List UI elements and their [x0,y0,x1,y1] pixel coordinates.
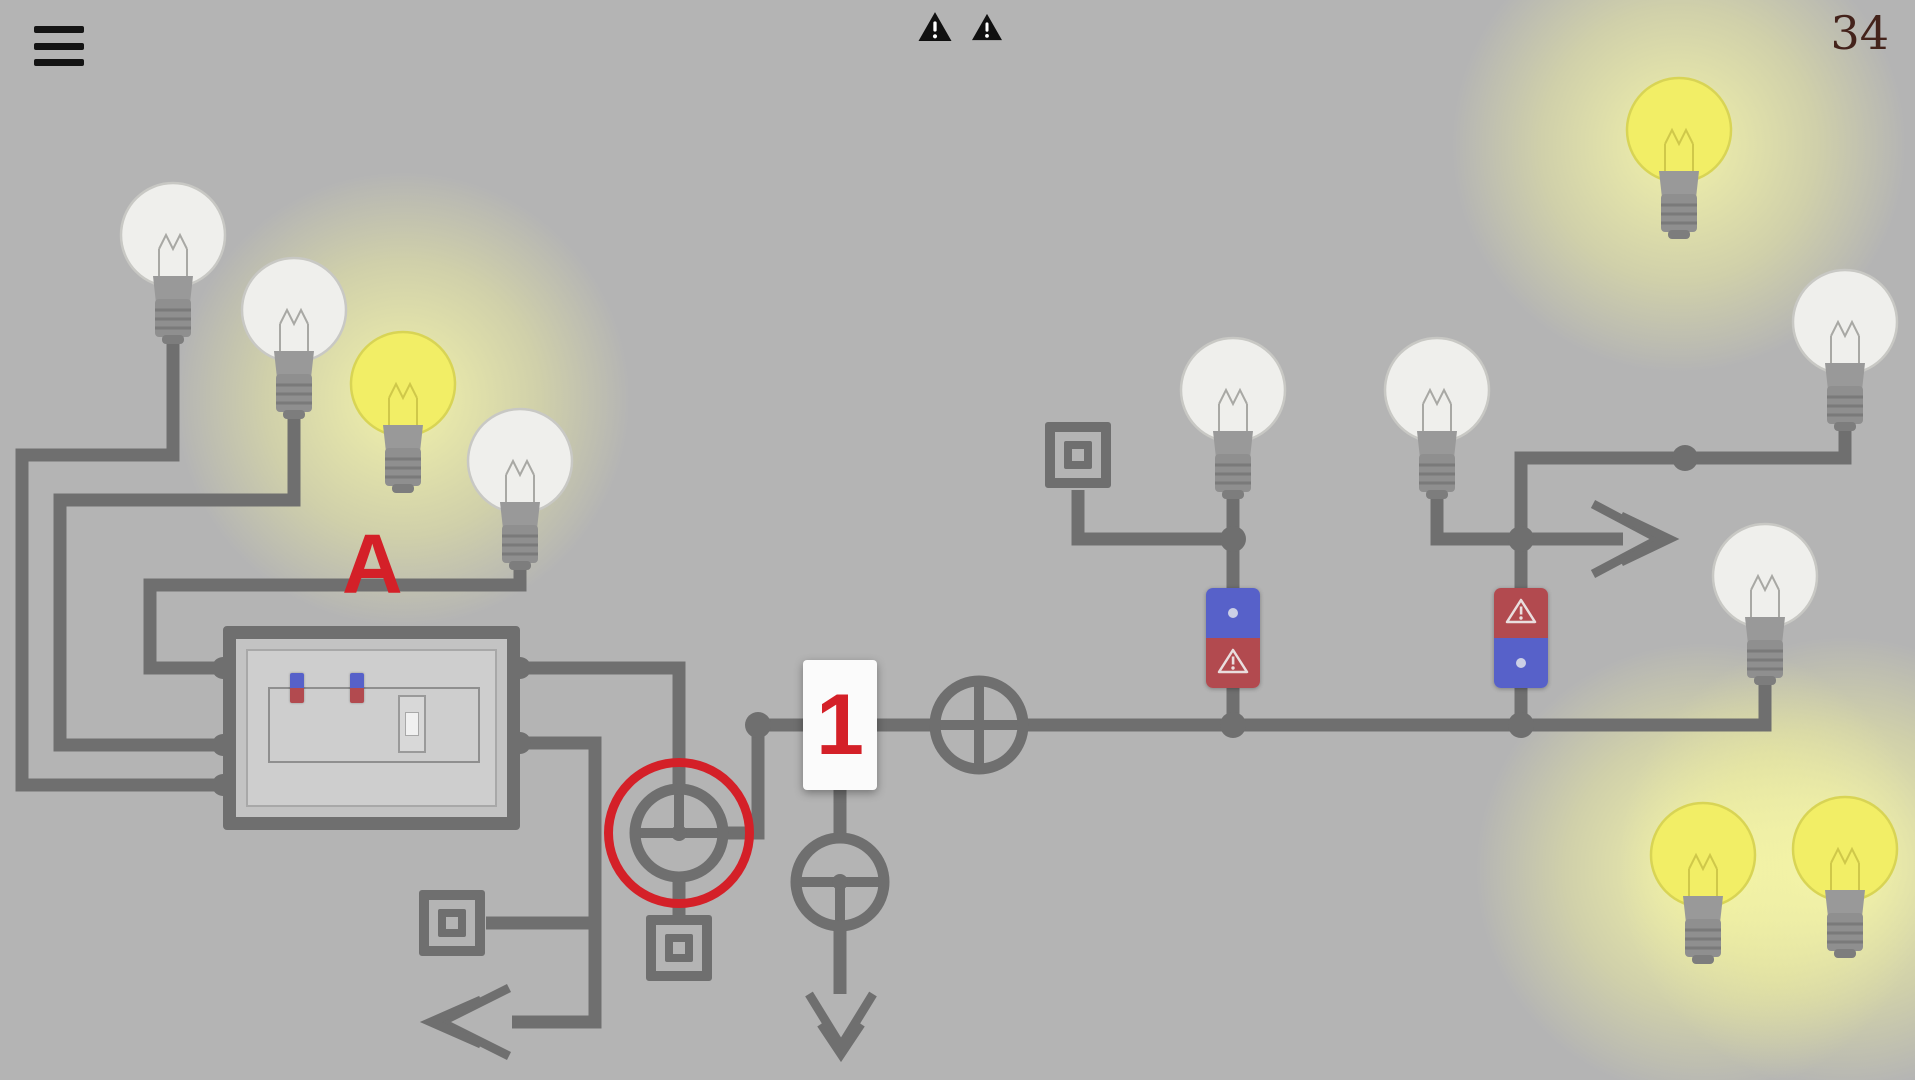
arrow-left-icon[interactable] [419,995,483,1049]
wire-segment [143,562,527,675]
socket-terminal-inner [438,909,466,937]
light-bulb-lit[interactable] [1785,791,1905,971]
light-bulb-unlit[interactable] [1173,332,1293,512]
fuse-blue-half [1206,588,1260,638]
wire-segment [1430,490,1623,546]
warning-icon [972,13,1002,40]
module-switch-icon [398,695,426,753]
fuse-warning-half [1494,588,1548,638]
wire-junction [1220,526,1246,552]
socket-terminal-inner [1064,441,1092,469]
fuse-warning-half [1206,638,1260,688]
fuse-dot [1516,658,1526,668]
wire-segment [53,410,301,752]
rotary-switch[interactable] [924,670,1034,780]
module-fuse-icon [290,673,304,703]
module-trace [268,687,480,689]
wire-segment [722,718,806,840]
marker-card[interactable]: 1 [803,660,877,790]
wire-junction [1508,712,1534,738]
fuse-component[interactable] [1494,588,1548,688]
light-bulb-unlit[interactable] [460,403,580,583]
wire-segment [512,736,602,1029]
rotary-switch[interactable] [785,827,895,937]
marker-card-number: 1 [816,677,864,773]
arrow-right-icon[interactable] [1619,511,1680,567]
rotary-switch[interactable] [624,778,734,888]
socket-terminal[interactable] [646,915,712,981]
circuit-module-panel [246,649,497,807]
hamburger-icon [34,26,84,33]
menu-button[interactable] [34,26,84,66]
hamburger-icon [34,59,84,66]
arrow-down-icon[interactable] [817,1021,865,1063]
wire-segment [15,336,223,792]
fuse-dot [1228,608,1238,618]
light-bulb-lit[interactable] [1643,797,1763,977]
wire-junction [1508,526,1534,552]
socket-terminal-inner [665,934,693,962]
socket-terminal[interactable] [1045,422,1111,488]
light-bulb-unlit[interactable] [234,252,354,432]
module-trace [478,687,480,763]
module-trace [268,761,480,763]
warning-icon [1217,647,1249,680]
light-bulb-unlit[interactable] [1705,518,1825,698]
light-bulb-lit[interactable] [1619,72,1739,252]
fuse-blue-half [1494,638,1548,688]
wire-junction [1672,445,1698,471]
wire-junction [745,712,771,738]
socket-terminal[interactable] [419,890,485,956]
wire-junction [1220,712,1246,738]
light-bulb-lit[interactable] [343,326,463,506]
light-bulb-unlit[interactable] [1377,332,1497,512]
circuit-module[interactable] [223,626,520,830]
light-bulb-unlit[interactable] [113,177,233,357]
level-counter: 34 [1830,6,1889,60]
hamburger-icon [34,42,84,50]
fuse-component[interactable] [1206,588,1260,688]
warning-icon [1505,597,1537,630]
light-bulb-unlit[interactable] [1785,264,1905,444]
wire-segment [1024,678,1772,732]
warning-indicators [916,10,1004,43]
warning-icon [918,12,952,41]
module-trace [268,687,270,763]
wire-segment [1071,490,1233,546]
module-fuse-icon [350,673,364,703]
wire-segment [520,661,686,792]
